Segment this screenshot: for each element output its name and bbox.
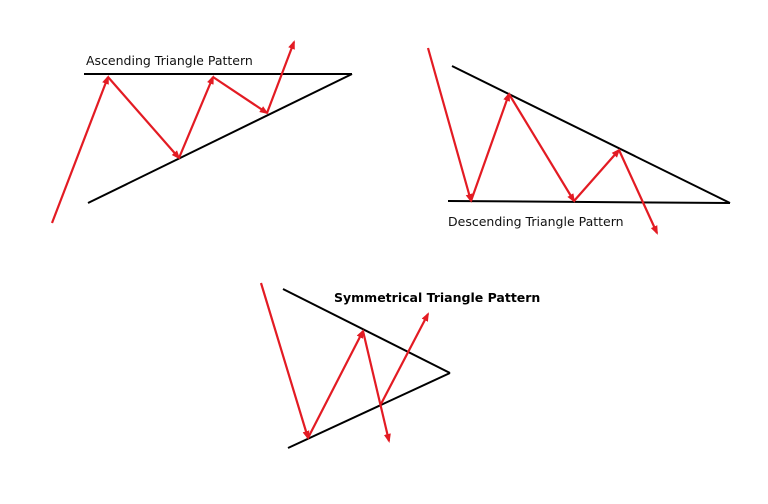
descending-move-1: [426, 47, 473, 203]
descending-resistance-line: [451, 65, 731, 204]
descending-move-4: [573, 148, 621, 202]
ascending-move-4: [212, 76, 269, 115]
descending-move-3: [508, 93, 576, 203]
symmetrical-triangle-group: Symmetrical Triangle Pattern: [259, 282, 540, 449]
symmetrical-move-2: [307, 329, 364, 439]
symmetrical-move-3: [361, 330, 391, 443]
symmetrical-lower-line: [287, 372, 451, 449]
symmetrical-breakout: [380, 312, 429, 405]
descending-breakdown: [617, 149, 659, 235]
symmetrical-move-1: [259, 282, 310, 440]
ascending-triangle-group: Ascending Triangle Pattern: [50, 40, 353, 224]
symmetrical-upper-line: [282, 288, 451, 374]
ascending-triangle-title: Ascending Triangle Pattern: [86, 53, 253, 68]
ascending-move-3: [177, 75, 215, 159]
descending-triangle-title: Descending Triangle Pattern: [448, 214, 624, 229]
ascending-move-1: [50, 75, 110, 224]
ascending-breakout: [265, 40, 296, 114]
descending-price-path: [426, 47, 659, 235]
descending-move-2: [469, 92, 511, 202]
ascending-support-line: [87, 73, 353, 204]
ascending-price-path: [50, 40, 296, 224]
symmetrical-triangle-title: Symmetrical Triangle Pattern: [334, 290, 540, 305]
descending-support-line: [447, 200, 731, 204]
symmetrical-price-path: [259, 282, 429, 443]
descending-triangle-group: Descending Triangle Pattern: [426, 47, 731, 235]
ascending-move-2: [107, 76, 181, 160]
